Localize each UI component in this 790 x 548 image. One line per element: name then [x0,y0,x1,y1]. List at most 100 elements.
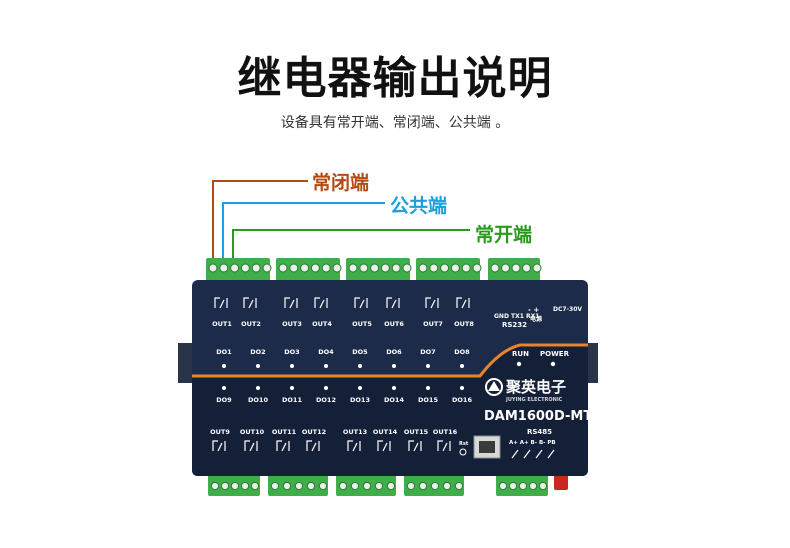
power-led-label: POWER [540,350,570,358]
status-led [222,386,226,390]
do-label: DO15 [418,396,438,404]
terminal-screw [518,481,528,491]
terminal-screw [442,481,452,491]
out-label: OUT15 [404,428,429,436]
terminal-screw [210,481,220,491]
out-label: OUT3 [282,320,302,328]
brand-name: 聚英电子 [505,378,566,396]
terminal-screw [461,263,471,273]
status-led [324,386,328,390]
out-label: OUT4 [312,320,332,328]
status-led [426,364,430,368]
com-callout-line [222,202,385,268]
terminal-screw [294,481,304,491]
terminal-screw [318,481,328,491]
status-led [392,364,396,368]
power-spec-label: DC7-30V [553,306,582,313]
relay-icon [314,297,328,309]
terminal-screw [508,481,518,491]
run-led [516,361,522,367]
terminal-screw [262,263,272,273]
status-led [324,364,328,368]
bottom-terminal-screws [210,481,548,491]
terminal-screw [359,263,369,273]
out-label: OUT6 [384,320,404,328]
relay-icon [347,440,361,452]
callout-nc: 常闭端 [312,172,370,194]
terminal-screw [251,263,261,273]
terminal-screw [532,263,542,273]
terminal-screw [208,263,218,273]
relay-icon [437,440,451,452]
no-callout-line [232,229,470,268]
relay-icons-top [214,297,470,309]
status-led [392,386,396,390]
callout-com: 公共端 [390,195,448,217]
terminal-screw [406,481,416,491]
terminal-screw [278,263,288,273]
terminal-screw [528,481,538,491]
terminal-screw [374,481,384,491]
status-led [426,386,430,390]
do-label: DO8 [454,348,470,356]
relay-icon [306,440,320,452]
terminal-screw [418,263,428,273]
out-label: OUT9 [210,428,230,436]
terminal-screw [418,481,428,491]
out-label: OUT7 [423,320,443,328]
svg-text:GND TX1 RX1: GND TX1 RX1 [494,313,539,320]
terminal-screw [230,481,240,491]
terminal-screw [430,481,440,491]
nc-callout-line [212,180,308,268]
do-label: DO14 [384,396,404,404]
power-led [550,361,556,367]
callout-no: 常开端 [475,224,533,246]
relay-icon [214,297,228,309]
rs485-label: RS485 [527,428,552,436]
rs232-port-area: GND TX1 RX1 RS232 电源 DC7-30V - + [494,306,582,329]
do-label: DO4 [318,348,334,356]
relay-icons-bottom [212,440,451,452]
relay-icon [212,440,226,452]
do-label: DO13 [350,396,370,404]
out-label: OUT2 [241,320,261,328]
terminal-screw [440,263,450,273]
terminal-screw [332,263,342,273]
rs485-terminal-icon [535,449,543,459]
rs232-label: RS232 [502,321,527,329]
terminal-screw [522,263,531,273]
relay-icon [377,440,391,452]
status-led [460,386,464,390]
terminal-screw [511,263,521,273]
out-label: OUT11 [272,428,297,436]
terminal-screw [219,263,229,273]
terminal-screw [501,263,510,273]
relay-icon [456,297,470,309]
top-terminal-screws [208,263,542,273]
do-label: DO3 [284,348,299,356]
rs485-terminal-icon [523,449,531,459]
status-led [222,364,226,368]
out-label: OUT12 [302,428,326,436]
status-led [256,364,260,368]
terminal-screw [402,263,412,273]
do-label: DO6 [386,348,402,356]
out-label: OUT10 [240,428,265,436]
brand-logo [485,378,503,396]
terminal-screw [472,263,482,273]
out-label: OUT16 [433,428,458,436]
mount-ear-left [178,343,194,383]
status-led [358,386,362,390]
reset-label: Rst [459,441,469,447]
do-label: DO12 [316,396,336,404]
terminal-screw [306,481,316,491]
rs485-terminal-icon [547,449,555,459]
terminal-screw [240,481,250,491]
out-label: OUT14 [373,428,398,436]
do-label: DO2 [250,348,265,356]
status-led [460,364,464,368]
model-name: DAM1600D-MT [484,409,592,424]
terminal-screw [386,481,396,491]
page-title: 继电器输出说明 [237,53,553,104]
